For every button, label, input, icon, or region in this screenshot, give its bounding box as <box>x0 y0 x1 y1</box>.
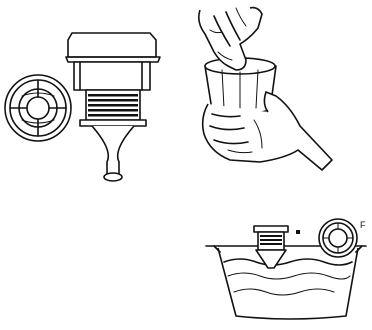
filter-housing <box>66 33 160 90</box>
round-mesh-filter <box>5 75 71 141</box>
filter-parts-panel <box>5 33 160 181</box>
filter-in-water-panel: F <box>206 219 366 319</box>
mesh-screen <box>86 90 140 120</box>
filter-nozzle <box>80 120 146 181</box>
small-mark-label: F <box>360 220 366 230</box>
hands-cleaning-filter-panel <box>199 8 332 170</box>
